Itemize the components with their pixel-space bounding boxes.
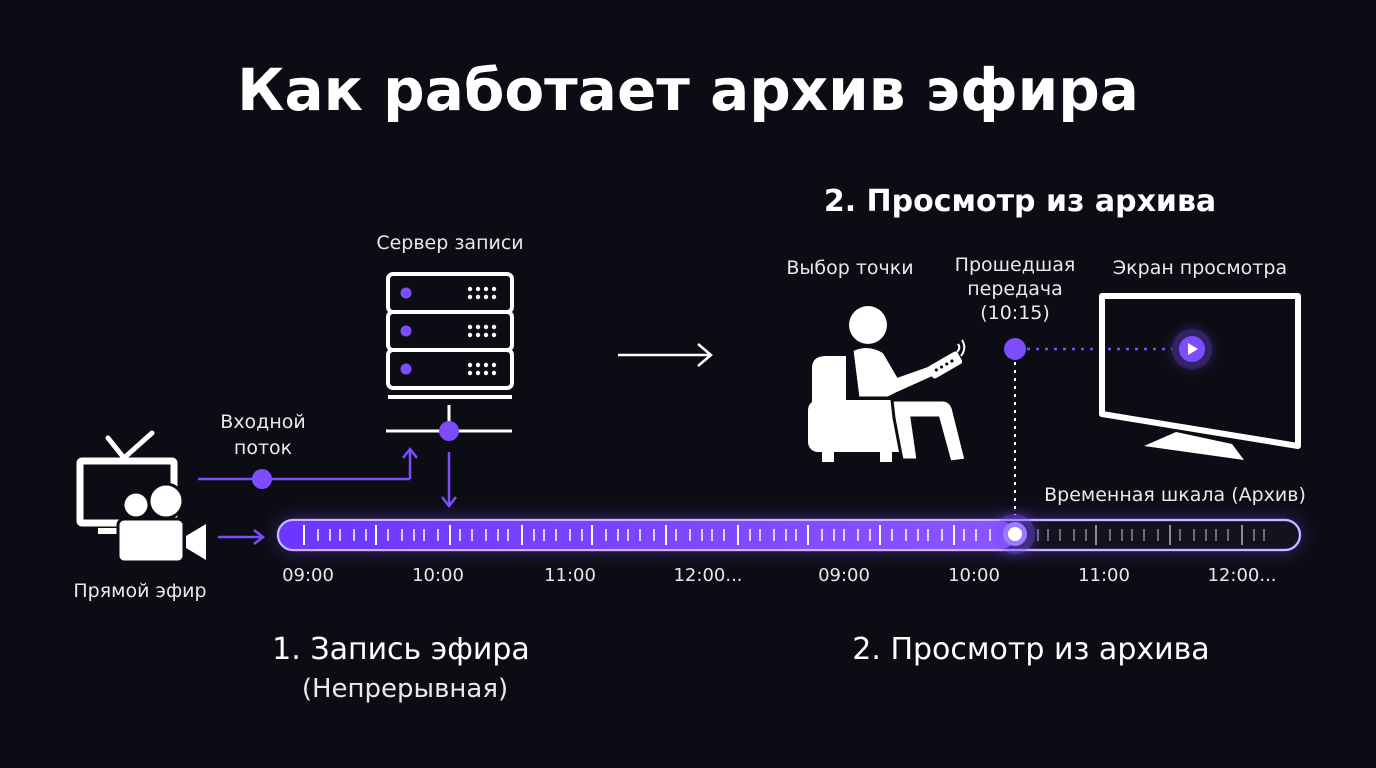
record-title: 1. Запись эфира	[201, 632, 601, 667]
view-title-text: 2. Просмотр из архива	[852, 632, 1210, 667]
time-label: 12:00...	[673, 565, 743, 586]
live-broadcast-icon	[76, 430, 206, 564]
viewer-armchair-icon	[808, 306, 968, 464]
time-label: 09:00	[818, 565, 870, 586]
past-show-label: Прошедшая передача (10:15)	[954, 254, 1076, 324]
live-label: Прямой эфир	[73, 580, 207, 602]
time-label: 10:00	[948, 565, 1000, 586]
input-stream-label: Входной поток	[220, 411, 306, 459]
flow-arrow	[618, 343, 713, 367]
record-title-text: 1. Запись эфира	[272, 632, 530, 667]
timeline-playhead[interactable]	[995, 514, 1035, 554]
time-label: 10:00	[412, 565, 464, 586]
choose-point-label: Выбор точки	[786, 257, 914, 279]
viewing-screen-icon	[1099, 293, 1301, 460]
time-label: 12:00...	[1207, 565, 1277, 586]
timeline-bar[interactable]	[276, 518, 1302, 552]
time-label: 11:00	[1078, 565, 1130, 586]
recording-server-icon	[386, 272, 514, 441]
time-label: 11:00	[544, 565, 596, 586]
server-to-timeline-arrow	[441, 452, 457, 509]
screen-label: Экран просмотра	[1112, 257, 1288, 279]
timeline-label: Временная шкала (Архив)	[1044, 484, 1306, 506]
input-stream-connector	[198, 446, 418, 489]
page-title: Как работает архив эфира	[237, 56, 1139, 124]
view-title: 2. Просмотр из архива	[781, 632, 1281, 667]
section-title-view: 2. Просмотр из архива	[823, 184, 1217, 219]
time-label: 09:00	[282, 565, 334, 586]
timeline-ticks	[303, 525, 1265, 545]
live-to-timeline-arrow	[218, 529, 266, 545]
record-subtitle: (Непрерывная)	[301, 674, 509, 704]
server-label: Сервер записи	[376, 232, 524, 254]
